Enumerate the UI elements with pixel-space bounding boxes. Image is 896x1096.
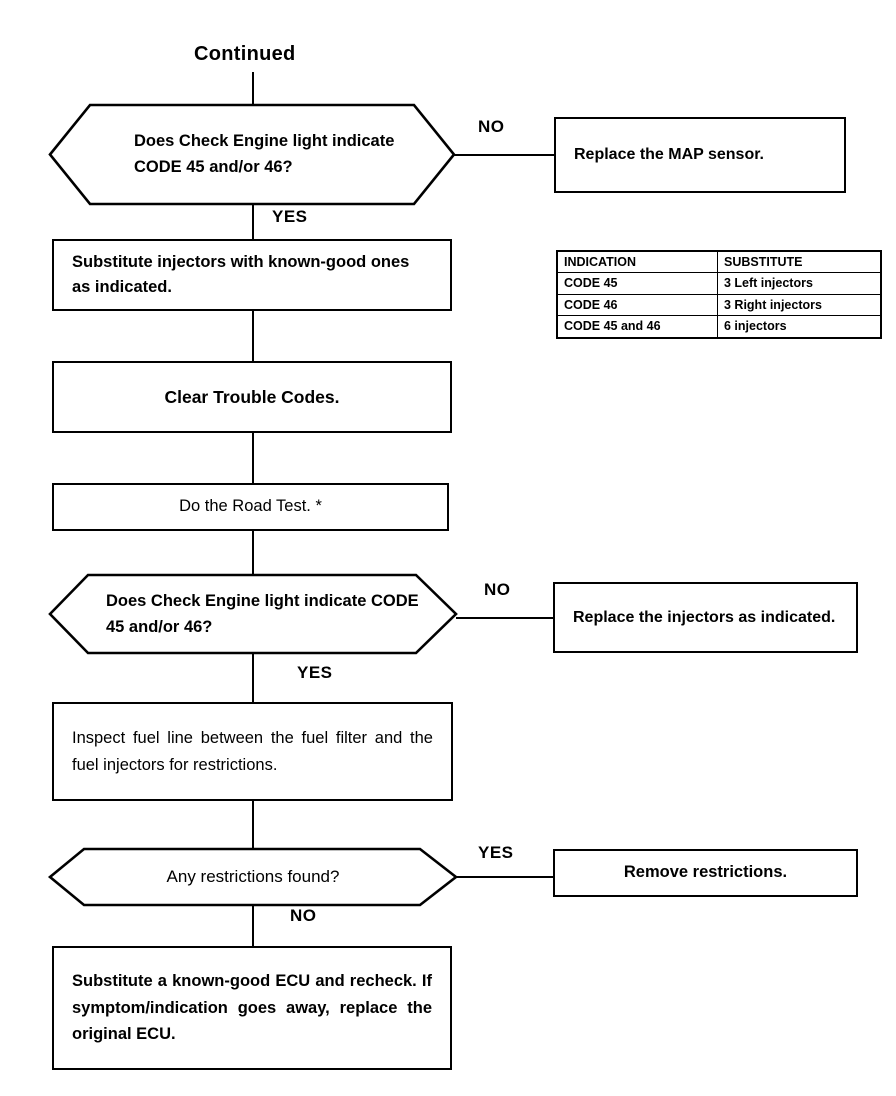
connector-decision1-yes — [252, 204, 254, 239]
connector-clear-to-roadtest — [252, 431, 254, 484]
action-replace-injectors[interactable]: Replace the injectors as indicated. — [553, 582, 858, 653]
table-header-indication: INDICATION — [556, 250, 718, 274]
branch-label-yes-1: YES — [272, 207, 308, 226]
table-cell-indication: CODE 46 — [556, 293, 718, 317]
action-label: Do the Road Test. * — [179, 497, 322, 516]
table-header-substitute: SUBSTITUTE — [717, 250, 882, 274]
decision-label: Does Check Engine light indicate CODE 45… — [134, 131, 395, 176]
connector-substitute-to-clear — [252, 309, 254, 362]
action-label: Remove restrictions. — [623, 863, 788, 882]
action-label: Substitute a known-good ECU and recheck.… — [72, 972, 432, 1044]
branch-label-yes-3: YES — [478, 843, 514, 862]
table-cell-indication: CODE 45 and 46 — [556, 315, 718, 338]
table-row: CODE 45 and 46 6 injectors — [556, 315, 882, 338]
table-row: CODE 45 3 Left injectors — [556, 272, 882, 295]
connector-roadtest-to-decision2 — [252, 529, 254, 576]
table-cell-substitute: 3 Right injectors — [717, 293, 882, 317]
table-cell-indication: CODE 45 — [556, 272, 718, 295]
action-remove-restrictions[interactable]: Remove restrictions. — [553, 849, 858, 897]
decision-code-45-46-first[interactable]: Does Check Engine light indicate CODE 45… — [48, 103, 456, 206]
connector-decision1-no — [454, 154, 554, 156]
hexagon-shape — [48, 573, 458, 655]
table-cell-substitute: 6 injectors — [717, 315, 882, 338]
action-replace-map-sensor[interactable]: Replace the MAP sensor. — [554, 117, 846, 193]
connector-decision2-no — [456, 617, 554, 619]
indication-substitute-table: INDICATION SUBSTITUTE CODE 45 3 Left inj… — [556, 250, 882, 339]
table-cell-substitute: 3 Left injectors — [717, 272, 882, 295]
decision-label: Any restrictions found? — [166, 866, 340, 886]
action-label: Replace the injectors as indicated. — [573, 608, 836, 626]
page-title: Continued — [194, 43, 296, 65]
action-label: Inspect fuel line between the fuel filte… — [72, 729, 433, 774]
branch-label-no-1: NO — [478, 117, 505, 136]
action-do-road-test[interactable]: Do the Road Test. * — [52, 483, 449, 531]
decision-label: Does Check Engine light indicate CODE 45… — [106, 591, 419, 636]
connector-decision3-no — [252, 904, 254, 947]
decision-code-45-46-second[interactable]: Does Check Engine light indicate CODE 45… — [48, 573, 458, 655]
connector-fuelline-to-decision3 — [252, 799, 254, 849]
action-clear-trouble-codes[interactable]: Clear Trouble Codes. — [52, 361, 452, 433]
connector-decision3-yes — [456, 876, 554, 878]
table-row: CODE 46 3 Right injectors — [556, 293, 882, 317]
action-substitute-ecu[interactable]: Substitute a known-good ECU and recheck.… — [52, 946, 452, 1070]
branch-label-no-2: NO — [484, 580, 511, 599]
action-substitute-injectors[interactable]: Substitute injectors with known-good one… — [52, 239, 452, 311]
action-label: Replace the MAP sensor. — [574, 146, 764, 163]
connector-decision2-yes — [252, 652, 254, 702]
connector-start-to-decision1 — [252, 72, 254, 106]
action-inspect-fuel-line[interactable]: Inspect fuel line between the fuel filte… — [52, 702, 453, 801]
table-header-row: INDICATION SUBSTITUTE — [556, 250, 882, 274]
branch-label-no-3: NO — [290, 906, 317, 925]
branch-label-yes-2: YES — [297, 663, 333, 682]
action-label: Substitute injectors with known-good one… — [72, 253, 410, 296]
action-label: Clear Trouble Codes. — [164, 386, 340, 407]
decision-any-restrictions[interactable]: Any restrictions found? — [47, 847, 459, 907]
